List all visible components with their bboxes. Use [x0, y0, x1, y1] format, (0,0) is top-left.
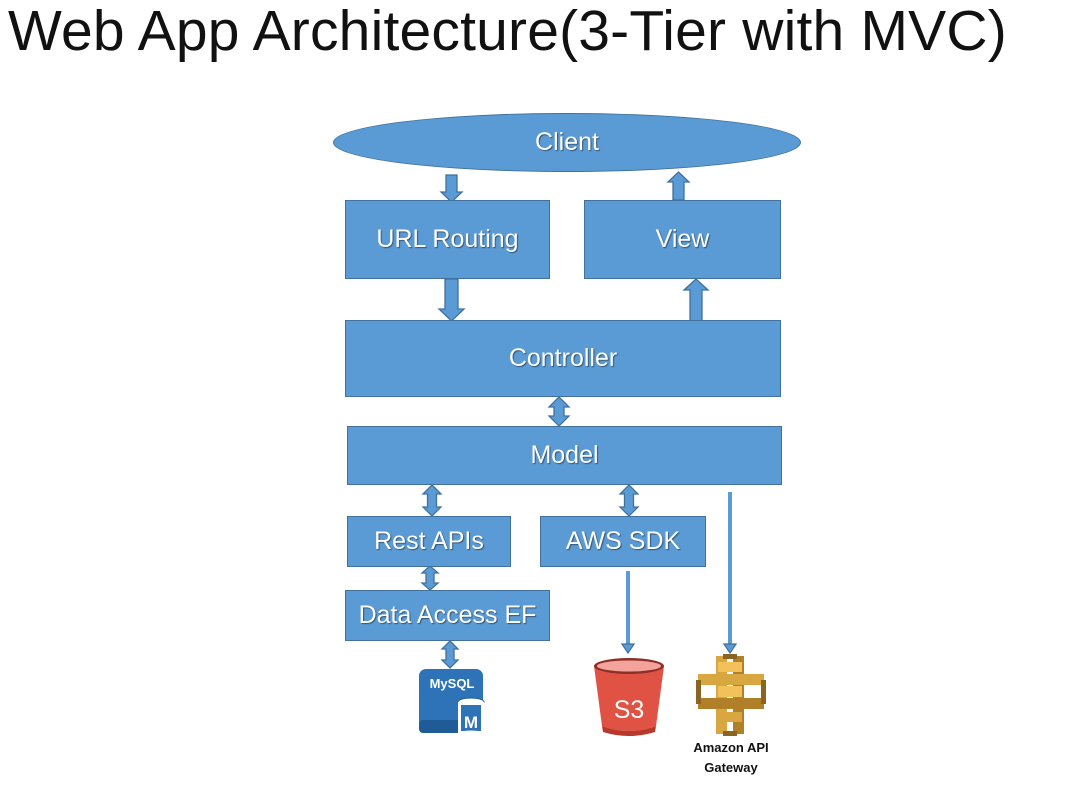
arrow-head-s3 [620, 643, 636, 655]
view-box: View [584, 200, 781, 279]
api-gateway-caption-line2: Gateway [704, 760, 758, 775]
arrow-controller-model [547, 396, 571, 427]
aws-sdk-label: AWS SDK [565, 527, 681, 555]
url-routing-label: URL Routing [376, 225, 519, 253]
arrow-model-restapis [421, 484, 443, 517]
model-label: Model [530, 441, 599, 469]
mysql-icon: MySQL M [419, 669, 485, 738]
s3-bucket-icon: S3 [594, 658, 664, 736]
page-title: Web App Architecture(3-Tier with MVC) [8, 0, 1007, 63]
s3-label: S3 [614, 696, 645, 724]
arrow-head-apigateway [722, 643, 738, 655]
model-box: Model [347, 426, 782, 485]
rest-apis-box: Rest APIs [347, 516, 511, 567]
arrow-dataaccess-mysql [440, 640, 460, 669]
api-gateway-caption: Amazon API Gateway [681, 738, 781, 778]
arrow-model-awssdk [618, 484, 640, 517]
aws-sdk-box: AWS SDK [540, 516, 706, 567]
url-routing-box: URL Routing [345, 200, 550, 279]
arrow-restapis-dataaccess [420, 565, 440, 591]
client-label: Client [535, 128, 599, 156]
arrow-routing-to-controller [437, 278, 466, 322]
controller-box: Controller [345, 320, 781, 397]
mysql-label: MySQL [430, 676, 475, 691]
arrow-controller-to-view [682, 278, 710, 322]
api-gateway-caption-line1: Amazon API [693, 740, 769, 755]
controller-label: Controller [508, 344, 618, 372]
data-access-label: Data Access EF [358, 601, 537, 629]
data-access-box: Data Access EF [345, 590, 550, 641]
api-gateway-icon [696, 654, 766, 736]
view-label: View [655, 225, 710, 253]
arrow-client-to-routing [439, 174, 464, 203]
rest-apis-label: Rest APIs [374, 527, 484, 555]
arrow-view-to-client [666, 171, 691, 201]
mysql-badge: M [464, 713, 478, 732]
client-node: Client [333, 113, 801, 172]
